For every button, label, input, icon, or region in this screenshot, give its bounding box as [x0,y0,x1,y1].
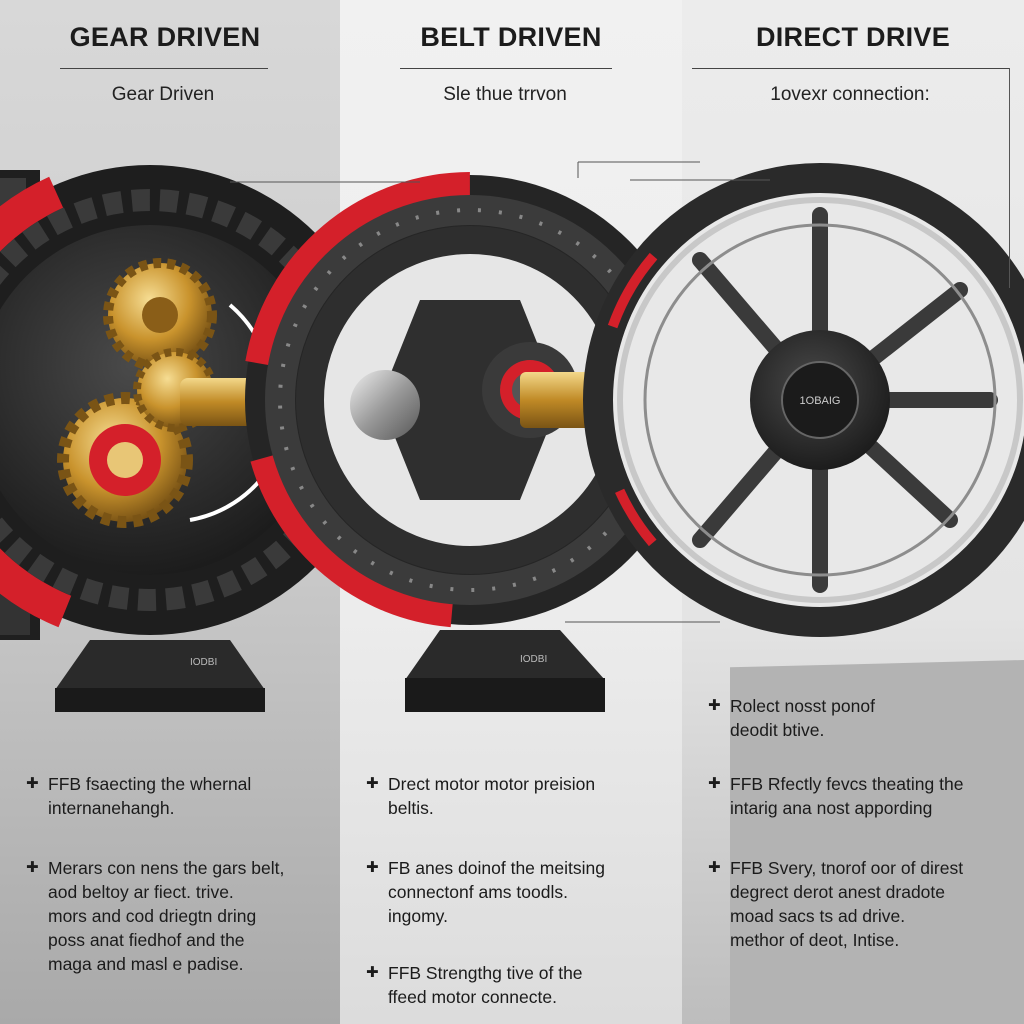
column-title-direct-drive: DIRECT DRIVE [755,22,951,52]
plus-bullet-icon: ✚ [26,775,39,792]
list-item: ✚ Rolect nosst ponof deodit btive. [708,696,875,740]
list-item: ✚ FFB Svery, tnorof oor of direst degrec… [708,858,964,950]
belt-base-stand [405,630,605,680]
plus-bullet-icon: ✚ [708,697,721,714]
list-item: ✚ FB anes doinof the meitsing connectonf… [366,858,605,926]
callout-lines [230,161,770,623]
list-item: ✚ FFB Rfectly fevcs theating the intarig… [708,774,964,818]
direct-drive-unit: 1OBAIG [583,163,1024,637]
column-title-gear-driven: GEAR DRIVEN [69,22,261,52]
list-item: ✚ FFB fsaecting the whernal internanehan… [26,774,252,818]
direct-drive-lower-band [730,660,1024,1024]
svg-text:IODBI: IODBI [520,654,547,665]
plus-bullet-icon: ✚ [26,859,39,876]
hub-logo-text: 1OBAIG [800,395,841,407]
column-title-belt-driven: BELT DRIVEN [420,22,602,52]
plus-bullet-icon: ✚ [708,859,721,876]
list-item: ✚ FFB Strengthg tive of the ffeed motor … [366,963,583,1007]
column-subtitle-gear-driven: Gear Driven [111,84,215,105]
plus-bullet-icon: ✚ [366,859,379,876]
plus-bullet-icon: ✚ [366,775,379,792]
title-divider [692,68,1010,69]
list-item: ✚ Merars con nens the gars belt, aod bel… [26,858,285,974]
gear-base-stand [55,640,265,690]
list-item: ✚ Drect motor motor preision beltis. [366,774,596,818]
title-divider [400,68,612,69]
belt-driven-unit: IODBI [241,172,698,712]
title-divider-vertical [1009,68,1010,288]
gear-icon [103,258,217,372]
column-subtitle-belt-driven: Sle thue trrvon [443,84,567,105]
svg-text:IODBI: IODBI [190,657,217,668]
plus-bullet-icon: ✚ [708,775,721,792]
plus-bullet-icon: ✚ [366,964,379,981]
title-divider [60,68,268,69]
column-subtitle-direct-drive: 1ovexr connection: [770,84,930,105]
gear-icon [57,392,193,528]
